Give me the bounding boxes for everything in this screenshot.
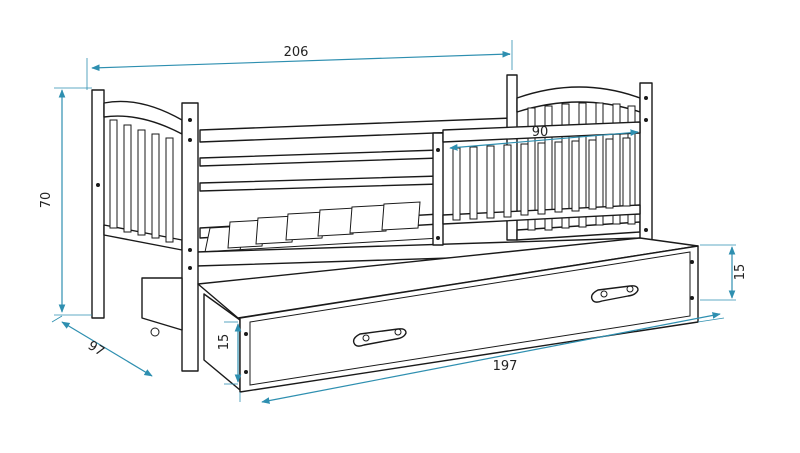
dimension-197: 197 — [239, 312, 725, 404]
dimension-70: 70 — [39, 87, 92, 316]
back-rail-middle — [199, 149, 441, 167]
back-rail-lower — [199, 175, 441, 192]
slatted-base — [199, 201, 441, 253]
dimension-label-90: 90 — [532, 125, 549, 140]
dimension-label-206: 206 — [284, 45, 309, 60]
dimension-97: 97 — [51, 315, 153, 377]
front-right-post — [639, 82, 653, 254]
dimension-15-right: 15 — [700, 244, 748, 301]
dimension-206: 206 — [86, 40, 513, 90]
dimension-90: 90 — [449, 125, 639, 151]
bed-frame — [91, 74, 699, 393]
drawer-handle-right — [590, 285, 639, 303]
drawer-castor — [141, 277, 183, 337]
dimension-label-15-left: 15 — [217, 334, 232, 351]
dimension-label-15-right: 15 — [733, 264, 748, 281]
left-headboard — [103, 100, 183, 251]
dimension-label-70: 70 — [39, 192, 54, 209]
dimension-15-left: 15 — [217, 321, 242, 385]
dimension-label-97: 97 — [85, 338, 107, 359]
front-left-post — [181, 102, 199, 372]
dimension-label-197: 197 — [493, 359, 518, 374]
rear-left-post — [91, 89, 105, 319]
